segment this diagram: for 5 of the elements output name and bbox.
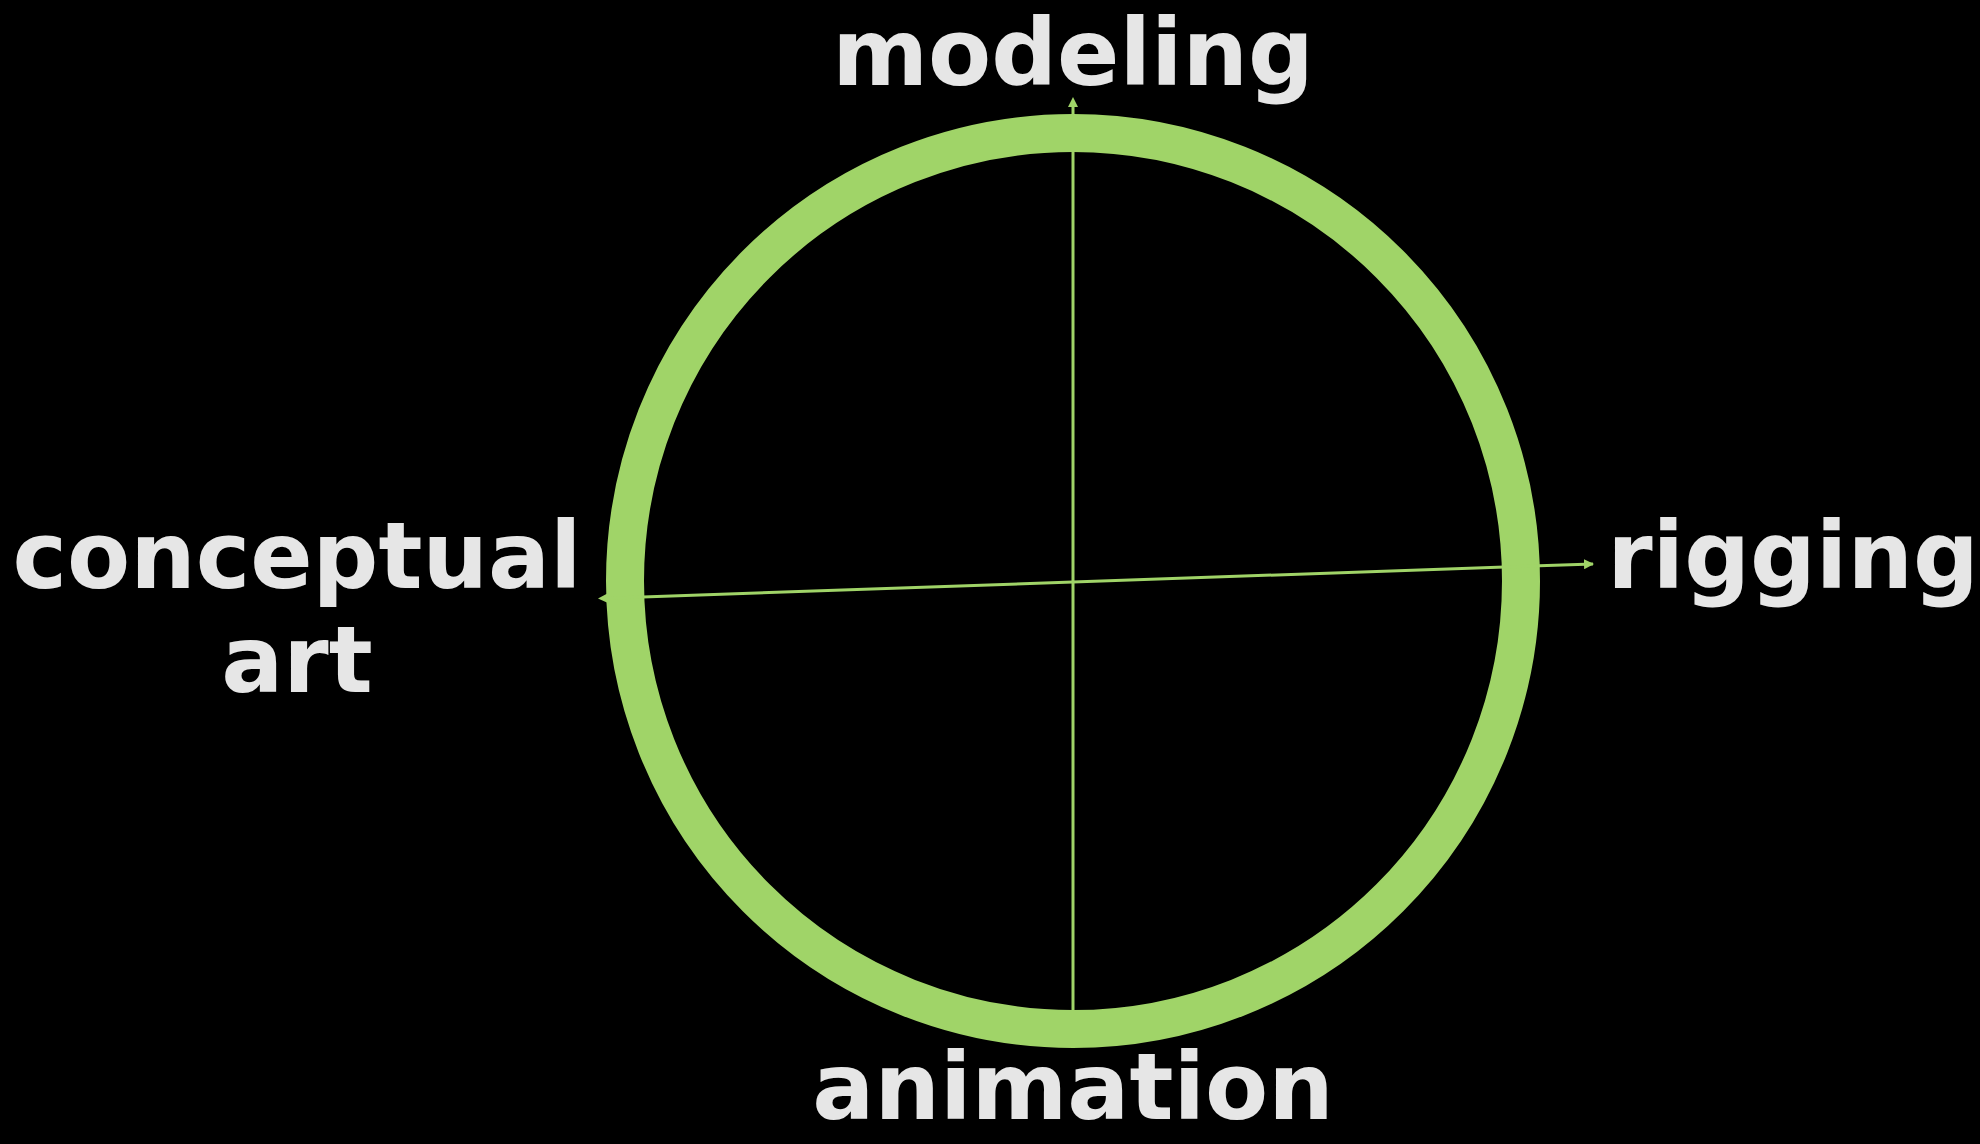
stage-label: conceptual art (0, 505, 607, 713)
stage-label: modeling (793, 2, 1353, 106)
stage-label: animation (763, 1036, 1383, 1140)
stage-label: rigging (1593, 505, 1980, 609)
double-arrow (598, 559, 1594, 604)
